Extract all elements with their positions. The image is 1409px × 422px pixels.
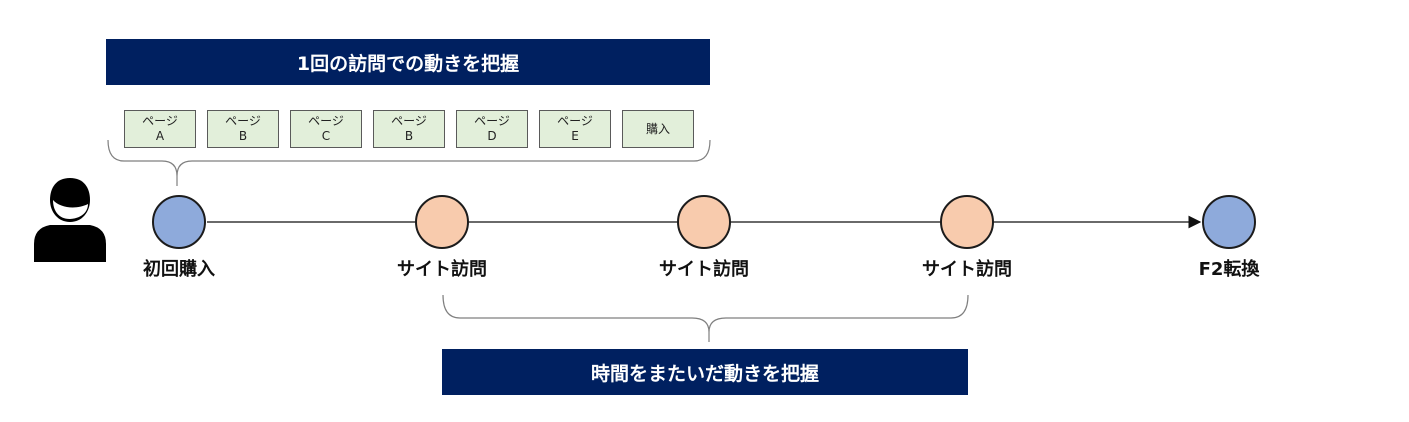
page-box-line2: B xyxy=(404,129,414,143)
page-box-line2: B xyxy=(238,129,248,143)
single-visit-banner: 1回の訪問での動きを把握 xyxy=(106,39,710,85)
page-box-line1: ページ xyxy=(142,114,178,128)
page-box-line1: ページ xyxy=(474,114,510,128)
timeline-label: サイト訪問 xyxy=(922,259,1012,280)
single-visit-banner-text: 1回の訪問での動きを把握 xyxy=(296,52,520,75)
bottom-brace xyxy=(442,294,969,342)
page-box: ページ D xyxy=(456,110,528,148)
timeline-label: サイト訪問 xyxy=(397,259,487,280)
person-icon xyxy=(34,178,106,262)
timeline-node-site-visit xyxy=(677,195,731,249)
page-box-line2: C xyxy=(321,129,331,143)
top-brace xyxy=(107,139,711,186)
page-box-line2: E xyxy=(571,129,579,143)
page-box: ページ B xyxy=(373,110,445,148)
page-box: ページ B xyxy=(207,110,279,148)
timeline-node-site-visit xyxy=(940,195,994,249)
cross-time-banner-text: 時間をまたいだ動きを把握 xyxy=(590,362,819,385)
page-box-line1: ページ xyxy=(225,114,261,128)
page-box-line2: A xyxy=(155,129,165,143)
page-box-line1: 購入 xyxy=(645,121,670,136)
page-box-line2: D xyxy=(487,129,497,143)
page-box: ページ C xyxy=(290,110,362,148)
page-box-line1: ページ xyxy=(308,114,344,128)
page-box: ページ E xyxy=(539,110,611,148)
cross-time-banner: 時間をまたいだ動きを把握 xyxy=(442,349,968,395)
page-box-purchase: 購入 xyxy=(622,110,694,148)
page-box-line1: ページ xyxy=(557,114,593,128)
page-box-line1: ページ xyxy=(391,114,427,128)
timeline-node-site-visit xyxy=(415,195,469,249)
timeline-node-first-purchase xyxy=(152,195,206,249)
page-box: ページ A xyxy=(124,110,196,148)
timeline-label: サイト訪問 xyxy=(659,259,749,280)
timeline-node-f2-conversion xyxy=(1202,195,1256,249)
timeline-label: F2転換 xyxy=(1198,259,1260,280)
timeline-label: 初回購入 xyxy=(143,259,215,280)
